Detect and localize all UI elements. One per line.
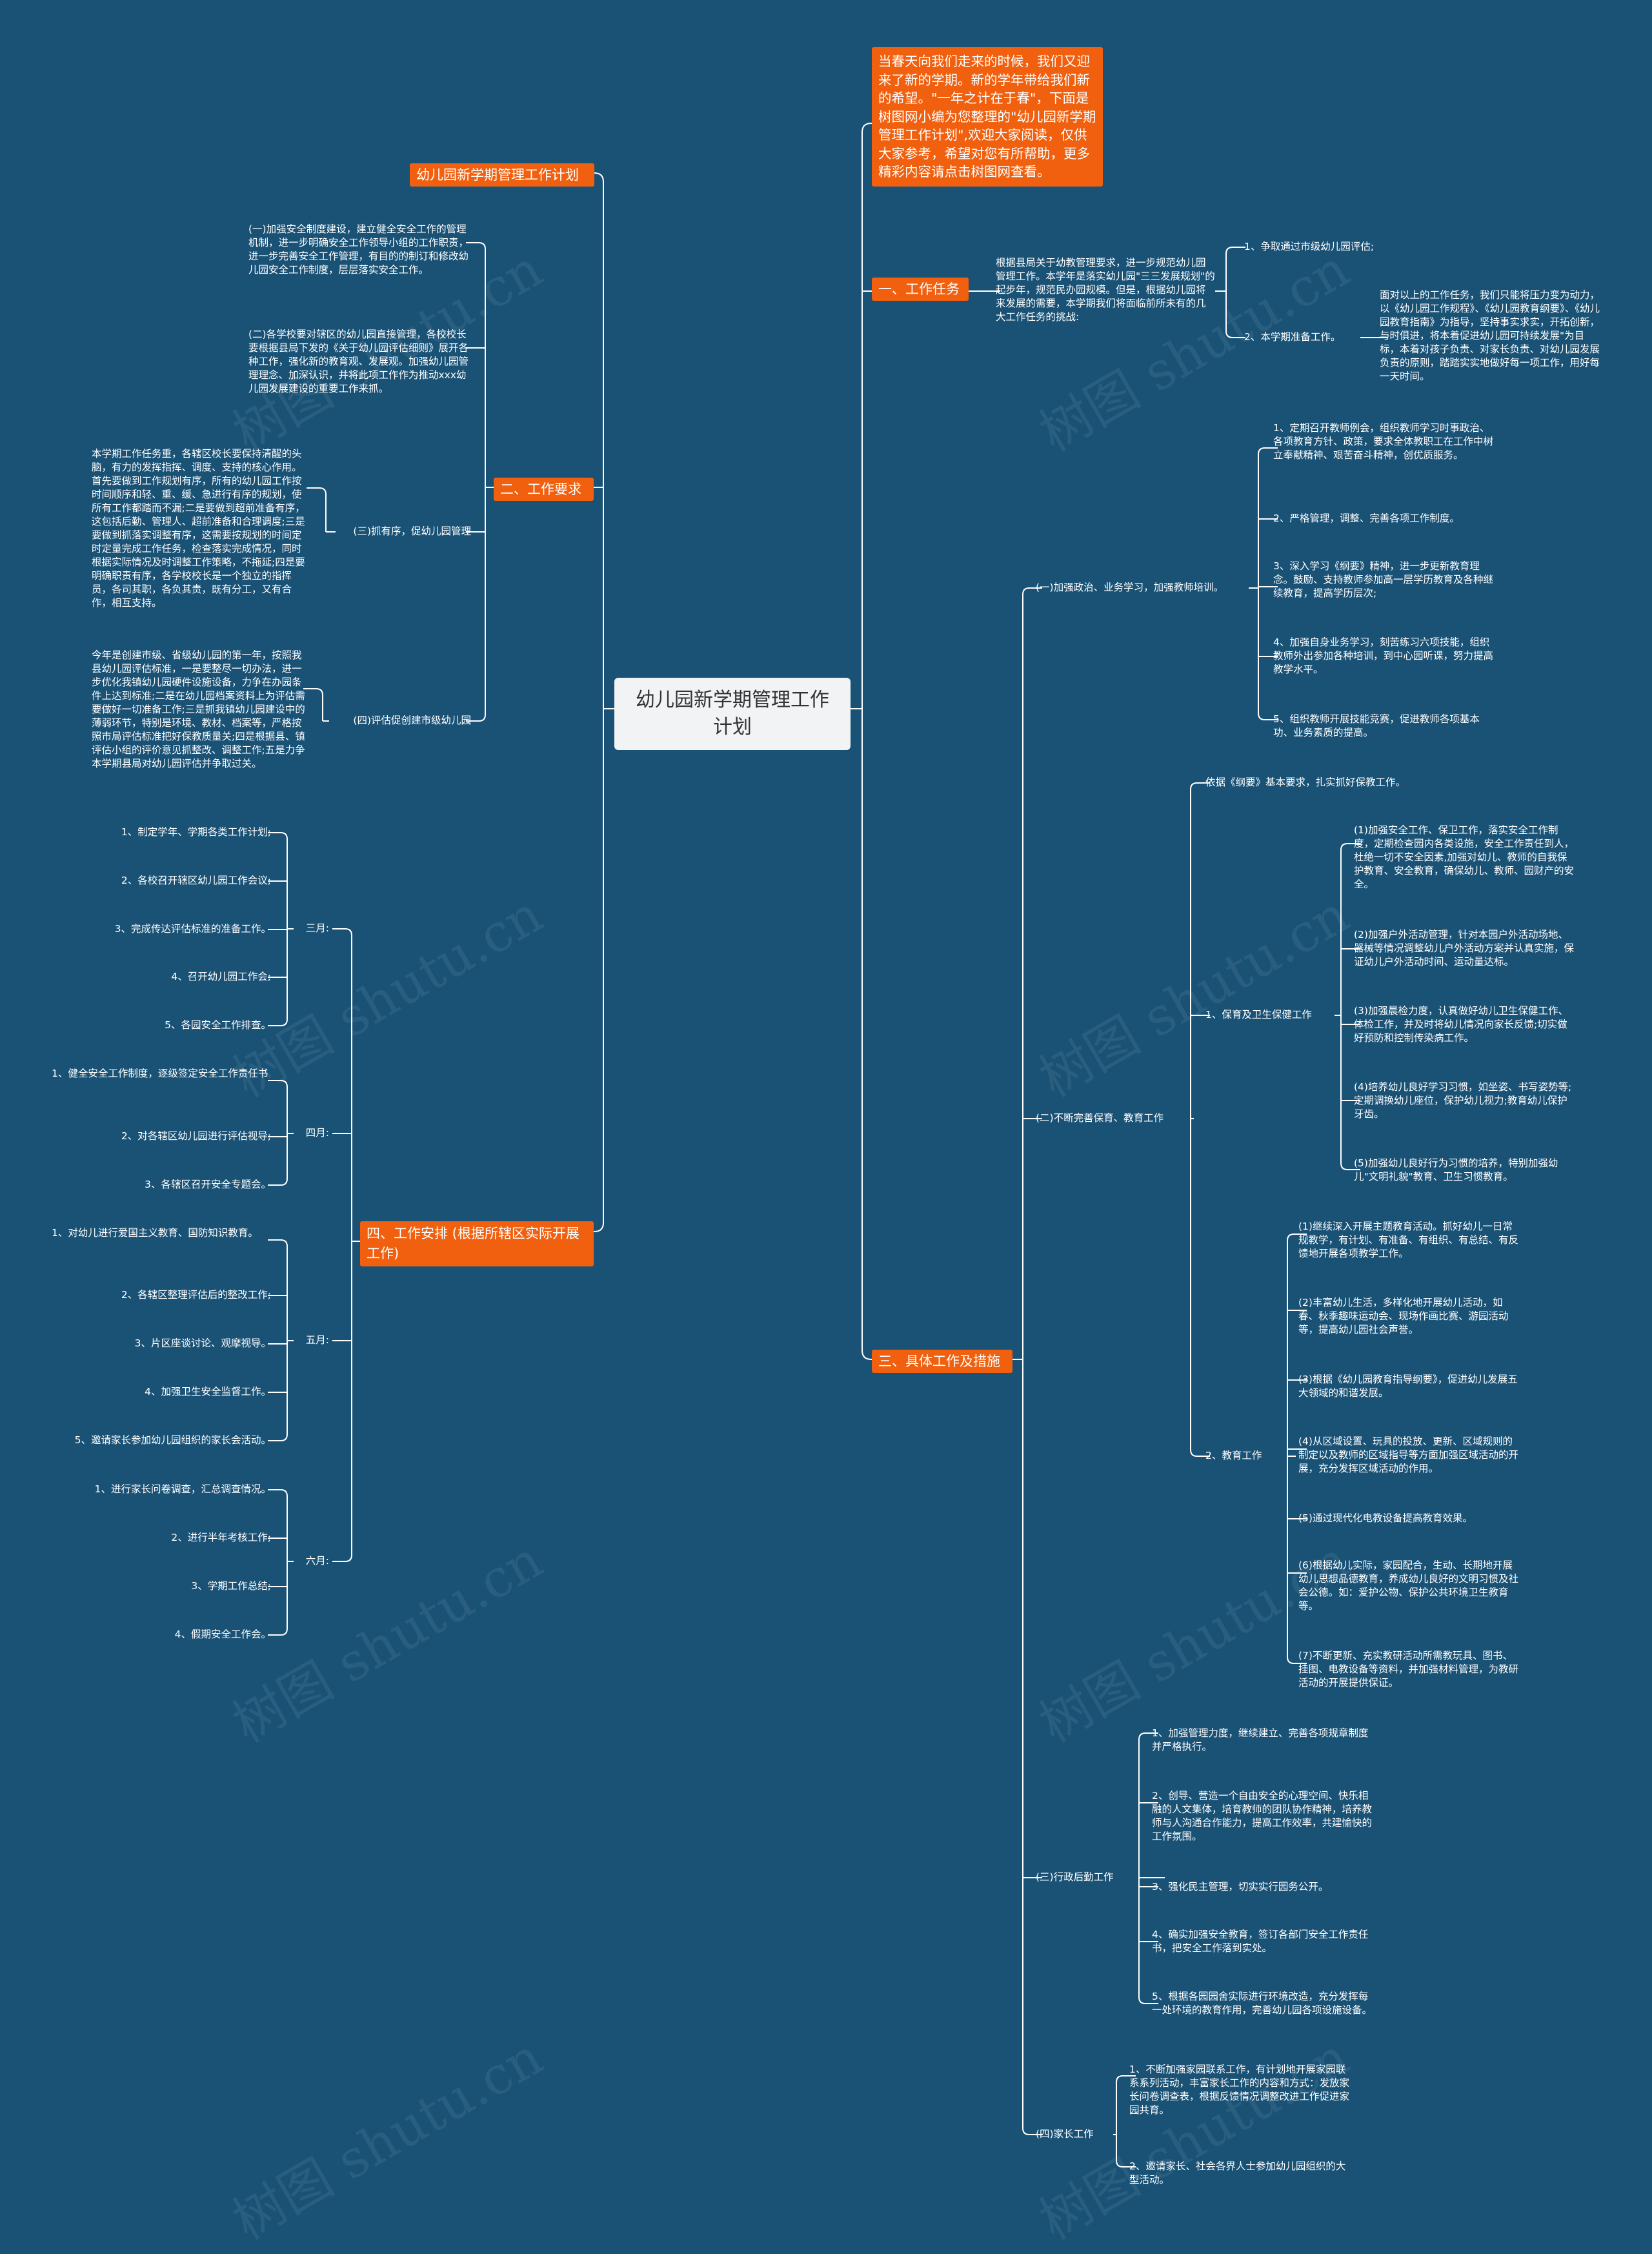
s4-item: 1、不断加强家园联系工作，有计划地开展家园联系系列活动，丰富家长工作的内容和方式… [1129,2064,1350,2116]
connector [1335,843,1360,1170]
connector [307,487,336,533]
task-item-1: 1、争取通过市级幼儿园评估; [1244,241,1375,252]
topic-measures[interactable]: 三、具体工作及措施 [872,1350,1012,1373]
schedule-item: 2、进行半年考核工作; [171,1532,271,1543]
schedule-item: 3、片区座谈讨论、观摩视导。 [134,1337,271,1349]
s2-edu-label: 2、教育工作 [1205,1450,1262,1461]
req-item-4-detail: 今年是创建市级、省级幼儿园的第一年，按照我县幼儿园评估标准，一是要整尽一切办法，… [92,649,305,769]
schedule-item: 1、制定学年、学期各类工作计划; [121,826,271,838]
connector [303,688,329,722]
topic-plan-title[interactable]: 幼儿园新学期管理工作计划 [410,163,594,187]
schedule-item: 1、进行家长问卷调查，汇总调查情况。 [94,1483,271,1495]
connector [584,172,614,1232]
edu-item: (2)丰富幼儿生活，多样化地开展幼儿活动，如春、秋季趣味运动会、现场作画比赛、游… [1298,1297,1509,1335]
schedule-item: 3、各辖区召开安全专题会。 [145,1179,271,1190]
schedule-item: 4、假期安全工作会。 [174,1629,271,1640]
edu-item: (1)继续深入开展主题教育活动。抓好幼儿一日常规教学，有计划、有准备、有组织、有… [1298,1221,1519,1259]
task-description: 根据县局关于幼教管理要求，进一步规范幼儿园管理工作。本学年是落实幼儿园"三三发展… [996,257,1215,323]
care-item: (3)加强晨检力度，认真做好幼儿卫生保健工作、体检工作，并及时将幼儿情况向家长反… [1354,1005,1568,1044]
connector [1287,1234,1307,1664]
req-item-4-label: (四)评估促创建市级幼儿园 [353,715,471,726]
req-item-3-detail: 本学期工作任务重，各辖区校长要保持清醒的头脑，有力的发挥指挥、调度、支持的核心作… [92,448,305,609]
root-topic[interactable]: 幼儿园新学期管理工作计划 [614,678,851,750]
intro-box[interactable]: 当春天向我们走来的时候，我们又迎来了新的学期。新的学年带给我们新的希望。"一年之… [872,47,1103,187]
s3-item: 1、加强管理力度，继续建立、完善各项规章制度并严格执行。 [1152,1727,1369,1752]
measures-s2-label: (二)不断完善保育、教育工作 [1036,1112,1164,1124]
s4-item: 2、邀请家长、社会各界人士参加幼儿园组织的大型活动。 [1129,2160,1346,2186]
schedule-item: 2、对各辖区幼儿园进行评估视导; [121,1130,271,1142]
measures-s3-label: (三)行政后勤工作 [1036,1871,1114,1883]
s3-item: 5、根据各园园舍实际进行环境改造，充分发挥每一处环境的教育作用，完善幼儿园各项设… [1152,1991,1373,2016]
schedule-item: 4、召开幼儿园工作会; [171,971,271,982]
connector [1113,2075,1136,2168]
task-item-2-detail: 面对以上的工作任务，我们只能将压力变为动力，以《幼儿园工作规程》、《幼儿园教育纲… [1380,289,1600,382]
schedule-item: 2、各辖区整理评估后的整改工作; [121,1289,271,1301]
edu-item: (5)通过现代化电教设备提高教育效果。 [1298,1512,1473,1524]
schedule-item: 2、各校召开辖区幼儿园工作会议; [121,875,271,886]
edu-item: (3)根据《幼儿园教育指导纲要》，促进幼儿发展五大领域的和谐发展。 [1298,1374,1518,1399]
care-item: (5)加强幼儿良好行为习惯的培养，特别加强幼儿"文明礼貌"教育、卫生习惯教育。 [1354,1157,1558,1183]
care-item: (4)培养幼儿良好学习习惯，如坐姿、书写姿势等;定期调换幼儿座位，保护幼儿视力;… [1354,1081,1572,1120]
connector [332,928,360,1562]
connector [1215,247,1245,338]
req-item-2: (二)各学校要对辖区的幼儿园直接管理，各校校长要根据县局下发的《关于幼儿园评估细… [248,329,469,394]
schedule-item: 1、对幼儿进行爱国主义教育、国防知识教育。 [52,1227,258,1239]
schedule-item: 4、加强卫生安全监督工作。 [145,1386,271,1397]
schedule-item: 3、完成传达评估标准的准备工作。 [114,923,271,935]
topic-work-schedule[interactable]: 四、工作安排 (根据所辖区实际开展工作) [360,1221,594,1266]
s2-care-label: 1、保育及卫生保健工作 [1205,1009,1312,1020]
connector [1190,782,1210,1457]
req-item-1: (一)加强安全制度建设，建立健全安全工作的管理机制，进一步明确安全工作领导小组的… [248,223,469,276]
connector [268,832,294,1026]
s3-item: 3、强化民主管理，切实实行园务公开。 [1152,1881,1329,1893]
s1-item: 1、定期召开教师例会，组织教师学习时事政治、各项教育方针、政策，要求全体教职工在… [1273,422,1494,461]
edu-item: (7)不断更新、充实教研活动所需教玩具、图书、挂图、电教设备等资料，并加强材料管… [1298,1650,1519,1689]
connector [1249,447,1278,720]
connector [1012,587,1042,2135]
care-item: (1)加强安全工作、保卫工作，落实安全工作制度，定期检查园内各类设施，安全工作责… [1354,824,1575,890]
edu-item: (4)从区域设置、玩具的投放、更新、区域规则的制定以及教师的区域指导等方面加强区… [1298,1436,1519,1474]
connector [268,1489,294,1636]
s1-item: 3、深入学习《纲要》精神，进一步更新教育理念。鼓励、支持教师参加高一层学历教育及… [1273,560,1494,599]
measures-s4-label: (四)家长工作 [1036,2128,1094,2140]
s1-item: 2、严格管理，调整、完善各项工作制度。 [1273,513,1460,524]
schedule-item: 1、健全安全工作制度，逐级签定安全工作责任书 [52,1068,268,1079]
s3-item: 2、创导、营造一个自由安全的心理空间、快乐相融的人文集体，培育教师的团队协作精神… [1152,1790,1373,1842]
month-label: 三月: [305,922,329,934]
s1-item: 4、加强自身业务学习，刻苦练习六项技能，组织教师外出参加各种培训，到中心园听课，… [1273,636,1494,675]
edu-item: (6)根据幼儿实际，家园配合，生动、长期地开展幼儿思想品德教育，养成幼儿良好的文… [1298,1559,1519,1612]
month-label: 六月: [305,1555,329,1567]
task-item-2: 2、本学期准备工作。 [1244,331,1341,343]
month-label: 四月: [305,1127,329,1139]
measures-s1-label: (一)加强政治、业务学习，加强教师培训。 [1036,582,1224,593]
connector [268,1239,294,1441]
schedule-item: 3、学期工作总结; [191,1580,271,1592]
connector [268,1080,294,1186]
s1-item: 5、组织教师开展技能竞赛，促进教师各项基本功、业务素质的提高。 [1273,713,1480,738]
connector [466,242,494,722]
topic-work-requirements[interactable]: 二、工作要求 [494,478,594,501]
schedule-item: 5、各园安全工作排查。 [165,1019,271,1031]
s2-intro: 依据《纲要》基本要求，扎实抓好保教工作。 [1205,777,1406,788]
schedule-item: 5、邀请家长参加幼儿园组织的家长会活动。 [74,1434,271,1446]
connector [851,123,881,1360]
connector [1138,1732,1165,2004]
month-label: 五月: [305,1334,329,1346]
s3-item: 4、确实加强安全教育，签订各部门安全工作责任书，把安全工作落到实处。 [1152,1929,1369,1954]
req-item-3-label: (三)抓有序，促幼儿园管理 [353,525,471,537]
care-item: (2)加强户外活动管理，针对本园户外活动场地、器械等情况调整幼儿户外活动方案并认… [1354,929,1575,968]
topic-work-tasks[interactable]: 一、工作任务 [872,278,969,301]
